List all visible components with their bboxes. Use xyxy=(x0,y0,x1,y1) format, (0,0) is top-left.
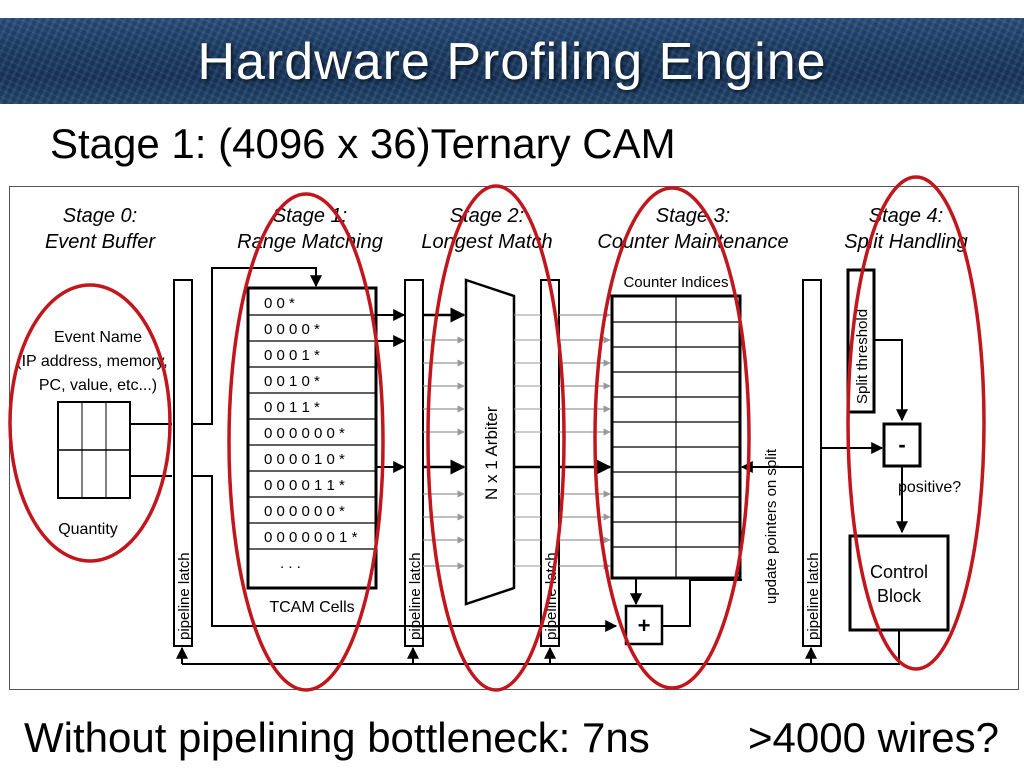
control-block xyxy=(848,534,950,632)
latch-label-3: pipeline latch xyxy=(805,552,822,640)
title-banner: Hardware Profiling Engine xyxy=(0,18,1024,104)
latch-label-0: pipeline latch xyxy=(176,552,193,640)
highlight-stage-0 xyxy=(8,283,172,563)
quantity-label: Quantity xyxy=(58,521,118,538)
tcam-row: 0 0 0 0 1 0 * xyxy=(264,451,345,468)
highlight-stage-3 xyxy=(593,186,751,690)
highlight-stage-2 xyxy=(426,184,566,692)
counter-indices-label: Counter Indices xyxy=(623,274,728,291)
split-threshold-label: Split threshold xyxy=(854,309,871,404)
positive-label: positive? xyxy=(898,479,961,496)
slide-title: Hardware Profiling Engine xyxy=(197,33,827,91)
event-buffer: Event Name (IP address, memory, PC, valu… xyxy=(16,329,172,538)
counter-table: Counter Indices xyxy=(610,274,742,580)
arbiter: N x 1 Arbiter xyxy=(464,278,516,606)
stage-4-line1: Stage 4: xyxy=(869,205,944,227)
footer-wires-note: >4000 wires? xyxy=(748,714,999,761)
tcam-label: TCAM Cells xyxy=(269,599,354,616)
tcam-row: 0 0 0 0 0 0 * xyxy=(264,503,345,520)
footer-bottleneck-note: Without pipelining bottleneck: 7ns xyxy=(24,714,650,761)
tcam-row: 0 0 0 1 * xyxy=(264,347,320,364)
subtract-symbol: - xyxy=(898,432,905,457)
event-name-detail-2: PC, value, etc...) xyxy=(39,377,157,394)
tcam-row: 0 0 1 1 * xyxy=(264,399,320,416)
adder-symbol: + xyxy=(638,613,651,638)
latch-label-2: pipeline latch xyxy=(543,552,560,640)
tcam-row: . . . xyxy=(280,555,301,572)
stage-1-line2: Range Matching xyxy=(237,231,383,253)
stage-3-line1: Stage 3: xyxy=(656,205,731,227)
tcam-row: 0 0 0 0 1 1 * xyxy=(264,477,345,494)
update-pointers-label: update pointers on split xyxy=(763,448,780,604)
arbiter-label: N x 1 Arbiter xyxy=(482,406,501,500)
tcam-row: 0 0 0 0 0 0 1 * xyxy=(264,529,358,546)
highlight-ellipses xyxy=(8,175,986,692)
pipeline-latch-0 xyxy=(173,279,193,647)
stage-4-line2: Split Handling xyxy=(844,231,967,253)
tcam-cells: 0 0 * 0 0 0 0 * 0 0 0 1 * 0 0 1 0 * 0 0 … xyxy=(246,286,378,616)
stage-0-line2: Event Buffer xyxy=(45,231,156,253)
event-name-label: Event Name xyxy=(54,329,142,346)
tcam-row: 0 0 1 0 * xyxy=(264,373,320,390)
slide-subtitle: Stage 1: (4096 x 36)Ternary CAM xyxy=(50,120,676,167)
control-block-line1: Control xyxy=(870,562,928,582)
stage-1-line1: Stage 1: xyxy=(273,205,348,227)
highlight-stage-1 xyxy=(227,192,385,692)
control-block-line2: Block xyxy=(877,586,922,606)
tcam-row: 0 0 0 0 * xyxy=(264,321,320,338)
latch-label-1: pipeline latch xyxy=(407,552,424,640)
tcam-row: 0 0 0 0 0 0 * xyxy=(264,425,345,442)
event-name-detail: (IP address, memory, xyxy=(16,353,167,370)
stage-0-line1: Stage 0: xyxy=(63,205,138,227)
pipeline-latch-3 xyxy=(802,279,822,647)
stage-3-line2: Counter Maintenance xyxy=(597,231,788,253)
stage-2-line2: Longest Match xyxy=(421,231,552,253)
tcam-row: 0 0 * xyxy=(264,295,295,312)
highlight-stage-4 xyxy=(846,175,986,671)
